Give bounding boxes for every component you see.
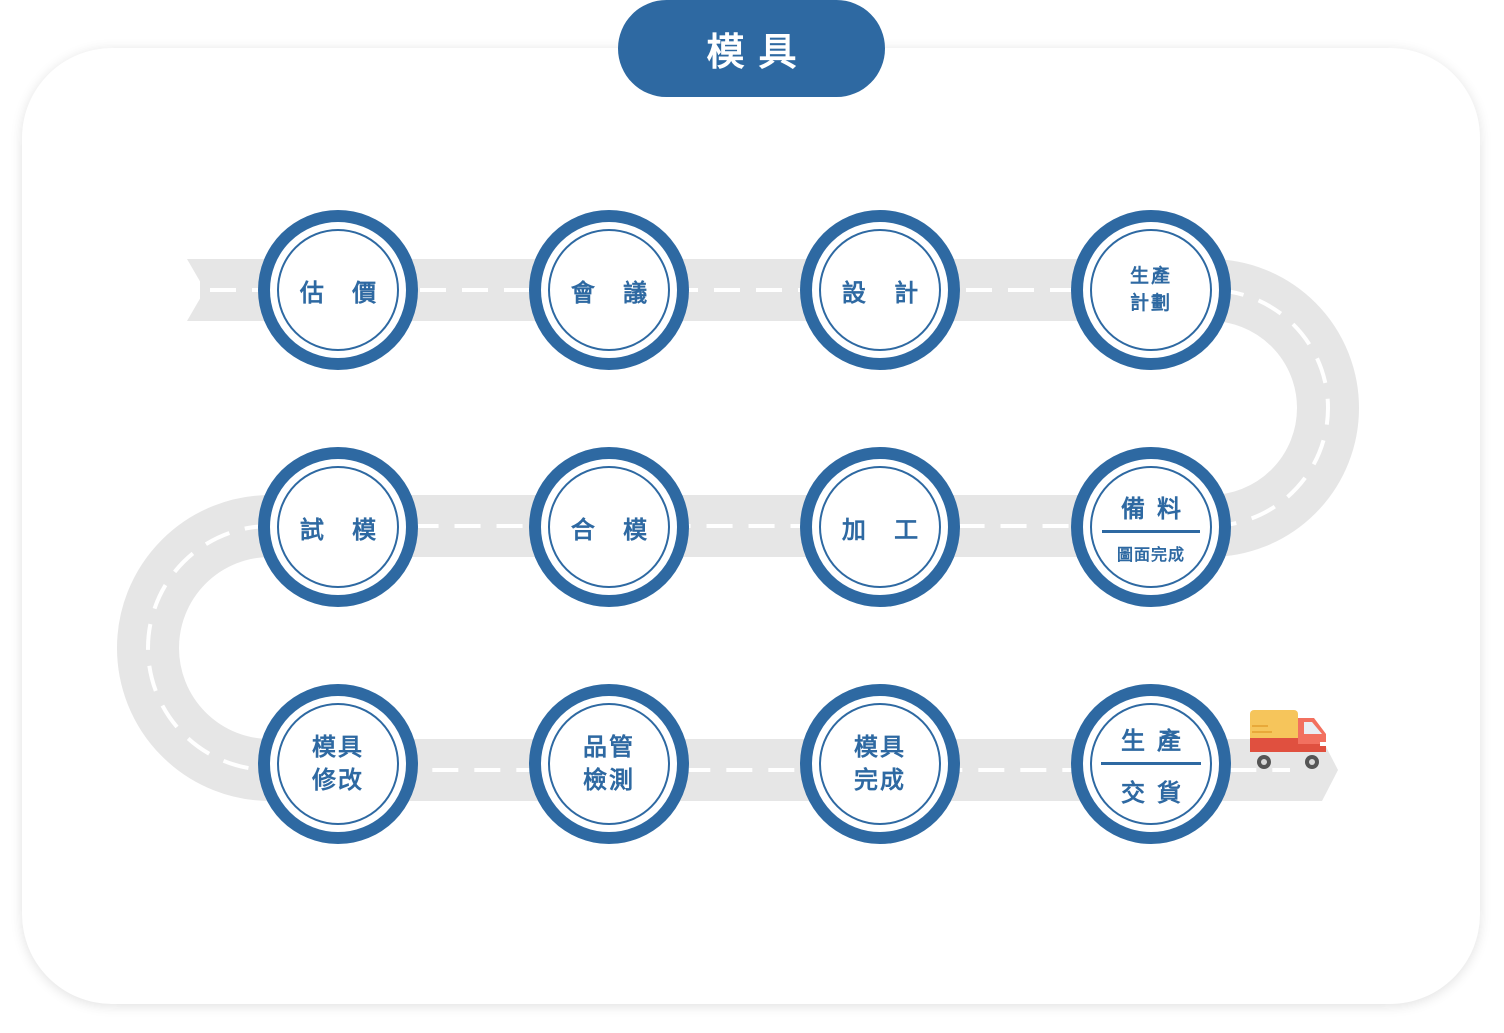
step-label-line2: 修改 — [312, 766, 364, 794]
step-design: 設 計 — [800, 210, 960, 370]
step-complete: 模具 完成 — [800, 684, 960, 844]
label-divider — [1101, 761, 1201, 765]
label-divider — [1102, 530, 1200, 533]
step-machining: 加 工 — [800, 447, 960, 607]
step-estimate: 估 價 — [258, 210, 418, 370]
step-label-line2: 完成 — [854, 766, 906, 794]
step-label: 加 工 — [841, 515, 929, 544]
step-label-line2: 檢測 — [583, 766, 635, 794]
step-label-line1: 品管 — [583, 733, 635, 761]
step-label-line1: 生產 — [1129, 265, 1172, 287]
step-material-prep: 備料 圖面完成 — [1071, 447, 1231, 607]
road-end — [1280, 739, 1338, 801]
delivery-truck-icon — [1250, 710, 1328, 769]
step-label: 估 價 — [299, 278, 387, 307]
step-production-plan: 生產 計劃 — [1071, 210, 1231, 370]
step-modify: 模具 修改 — [258, 684, 418, 844]
step-label: 試 模 — [299, 515, 387, 544]
step-label-line2: 計劃 — [1129, 292, 1172, 314]
step-label-top: 生產 — [1121, 726, 1193, 755]
step-label-bottom: 圖面完成 — [1116, 545, 1185, 564]
step-label: 合 模 — [570, 515, 658, 544]
step-label-line1: 模具 — [312, 733, 364, 761]
step-meeting: 會 議 — [529, 210, 689, 370]
step-label-top: 備料 — [1121, 495, 1193, 523]
step-label-bottom: 交貨 — [1121, 778, 1193, 807]
step-label: 設 計 — [841, 278, 929, 307]
step-trial: 試 模 — [258, 447, 418, 607]
step-qc: 品管 檢測 — [529, 684, 689, 844]
step-assembly: 合 模 — [529, 447, 689, 607]
step-label-line1: 模具 — [854, 733, 906, 761]
step-delivery: 生產 交貨 — [1071, 684, 1231, 844]
step-label: 會 議 — [570, 278, 658, 307]
page-title: 模具 — [618, 0, 885, 97]
